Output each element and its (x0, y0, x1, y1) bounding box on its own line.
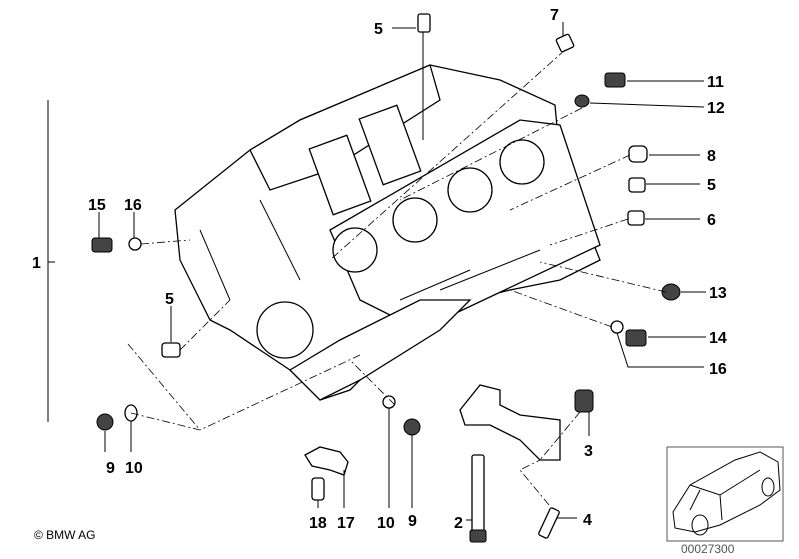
callout-17: 17 (337, 515, 355, 532)
image-code: 00027300 (681, 542, 735, 556)
copyright-text: © BMW AG (34, 528, 96, 542)
callout-9: 9 (106, 460, 115, 477)
callout-1: 1 (32, 255, 41, 272)
callout-16: 16 (124, 197, 142, 214)
callout-9: 9 (408, 513, 417, 530)
callout-labels: 5 7 11 12 8 5 6 13 14 16 1 15 16 5 9 10 … (32, 7, 727, 532)
callout-15: 15 (88, 197, 106, 214)
callout-14: 14 (709, 330, 727, 347)
callout-8: 8 (707, 148, 716, 165)
callout-18: 18 (309, 515, 327, 532)
callout-5: 5 (374, 21, 383, 38)
callout-11: 11 (707, 74, 724, 91)
callout-5: 5 (707, 177, 716, 194)
vehicle-thumbnail: 00027300 (666, 446, 784, 556)
callout-6: 6 (707, 212, 716, 229)
small-parts (91, 13, 681, 543)
car-outline-icon (672, 451, 781, 536)
callout-3: 3 (584, 443, 593, 460)
engine-block-illustration (174, 64, 601, 401)
callout-16: 16 (709, 361, 727, 378)
leader-lines (47, 22, 706, 521)
callout-10: 10 (377, 515, 395, 532)
callout-4: 4 (583, 512, 592, 529)
callout-13: 13 (709, 285, 727, 302)
callout-10: 10 (125, 460, 143, 477)
callout-7: 7 (550, 7, 559, 24)
callout-5: 5 (165, 291, 174, 308)
callout-12: 12 (707, 100, 725, 117)
callout-2: 2 (454, 515, 463, 532)
